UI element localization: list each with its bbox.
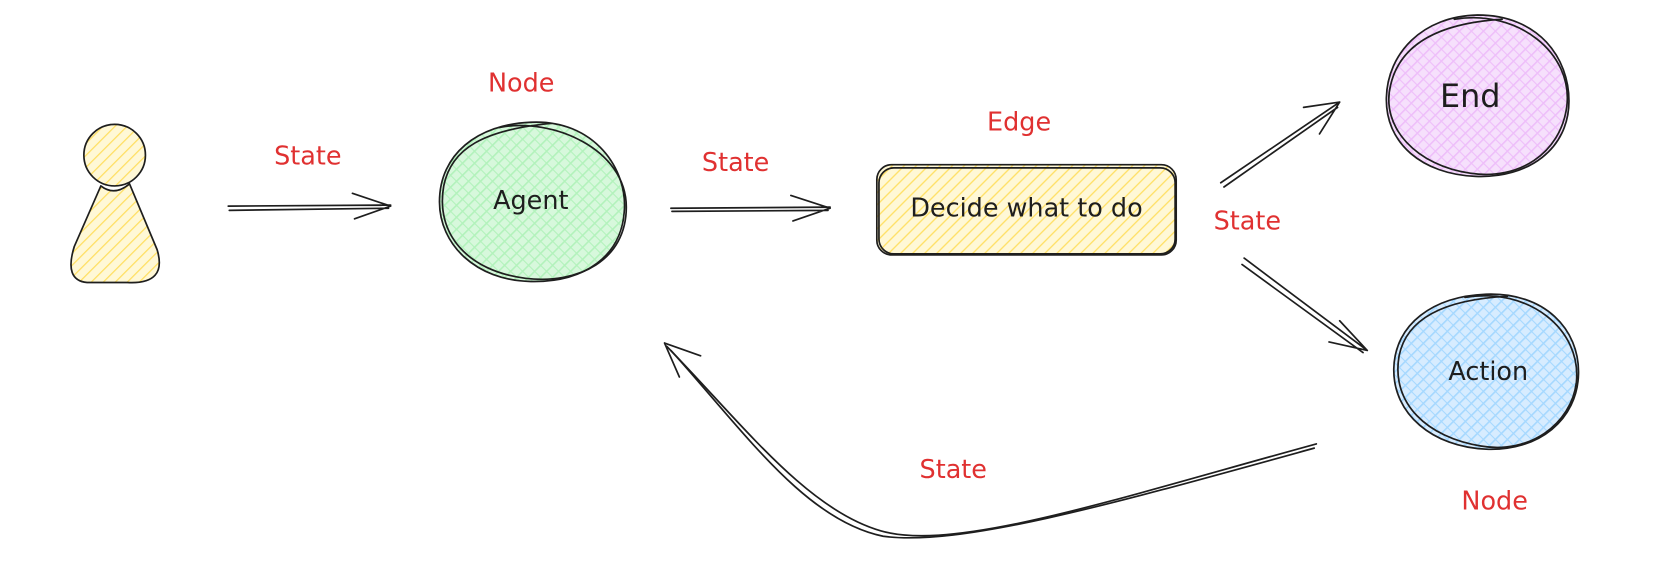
state-label: State bbox=[702, 148, 769, 178]
arrow-decide-to-end bbox=[1219, 101, 1341, 188]
decide-edge-box[interactable]: Decide what to do bbox=[875, 163, 1178, 256]
user-icon bbox=[70, 123, 161, 284]
agent-node[interactable]: Agent bbox=[438, 121, 628, 283]
arrow-agent-to-decide bbox=[670, 194, 831, 222]
decide-label: Decide what to do bbox=[910, 193, 1142, 223]
arrow-action-to-agent bbox=[663, 342, 1318, 539]
state-label: State bbox=[920, 455, 987, 485]
node-label-top: Node bbox=[488, 68, 554, 98]
end-label: End bbox=[1440, 77, 1501, 115]
node-label-bottom: Node bbox=[1461, 487, 1527, 517]
arrow-user-to-agent bbox=[227, 192, 392, 220]
action-label: Action bbox=[1448, 357, 1528, 387]
action-node[interactable]: Action bbox=[1392, 293, 1580, 451]
agent-label: Agent bbox=[493, 186, 568, 216]
end-node[interactable]: End bbox=[1385, 14, 1570, 178]
state-label: State bbox=[1214, 206, 1281, 236]
edge-label: Edge bbox=[987, 108, 1051, 138]
arrow-decide-to-action bbox=[1241, 257, 1369, 354]
state-label: State bbox=[274, 142, 341, 172]
